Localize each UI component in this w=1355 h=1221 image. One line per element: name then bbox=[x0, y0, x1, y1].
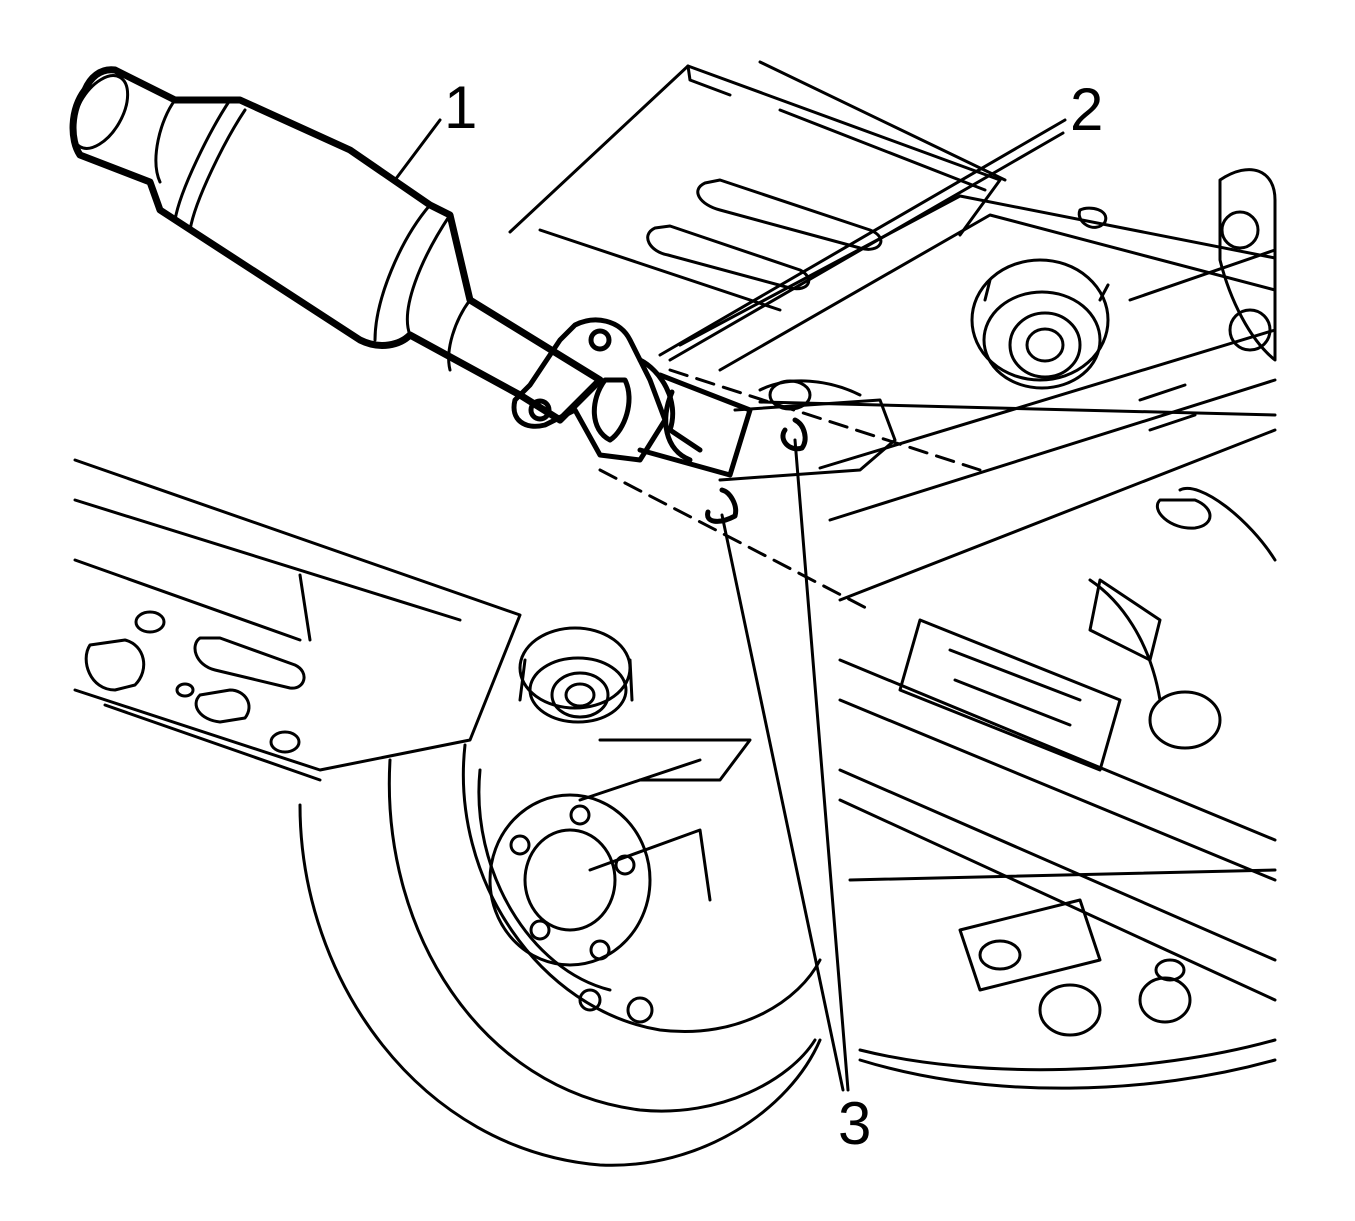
callout-leader-lines bbox=[393, 118, 1067, 1092]
floor-panel-lower-left bbox=[73, 458, 522, 782]
exhaust-catalytic-converter bbox=[69, 66, 604, 424]
lower-bushing-mount bbox=[518, 626, 752, 782]
callout-number-3: 3 bbox=[838, 1090, 872, 1157]
callout-number-1: 1 bbox=[444, 74, 478, 141]
exhaust-converter-details bbox=[70, 74, 472, 372]
callout-number-2: 2 bbox=[1070, 76, 1104, 143]
rear-wheel-tire bbox=[298, 743, 822, 1167]
rear-crossmember bbox=[678, 194, 1277, 602]
exhaust-centerline bbox=[598, 368, 982, 612]
rear-suspension-assembly bbox=[838, 168, 1277, 1090]
exhaust-hanger-insulators bbox=[705, 417, 808, 524]
floor-panel-upper bbox=[508, 60, 1007, 312]
exhaust-flange-joint bbox=[511, 317, 753, 478]
upper-bushing-mount bbox=[970, 258, 1110, 390]
